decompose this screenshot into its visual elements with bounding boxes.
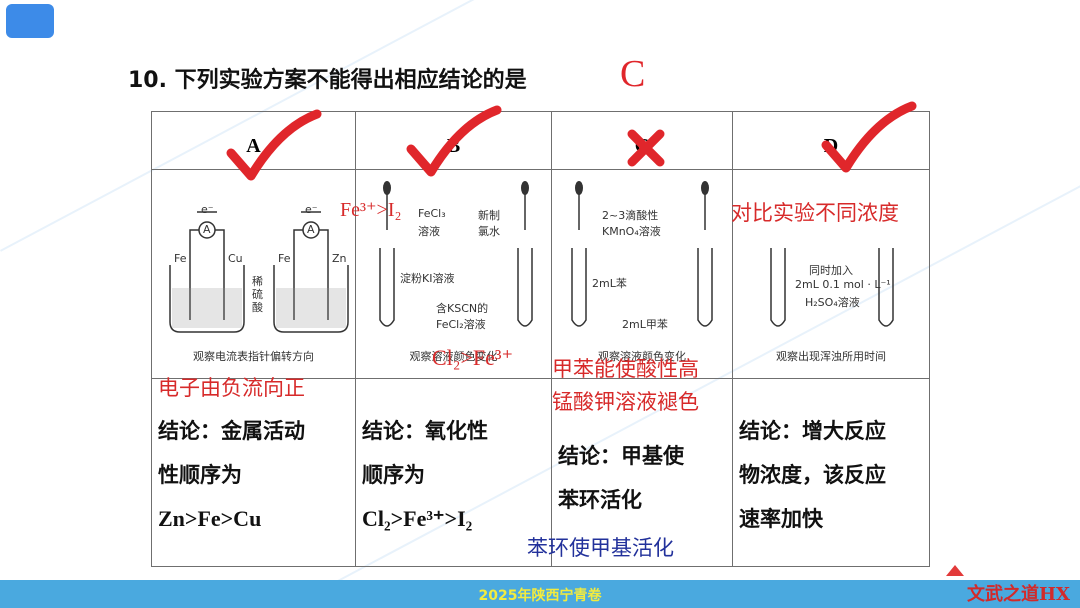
check-icon xyxy=(406,105,502,177)
question-text: 10. 下列实验方案不能得出相应结论的是 xyxy=(128,68,527,93)
annotation-c-line1: 甲苯能使酸性高 xyxy=(552,357,699,381)
reagent-label: H₂SO₄溶液 xyxy=(805,296,860,309)
conclusion-d: 结论：增大反应 物浓度，该反应 速率加快 xyxy=(732,378,930,567)
figure-caption: 观察溶液颜色变化 xyxy=(598,350,686,363)
conclusion-a: 结论：金属活动 性顺序为 Zn>Fe>Cu xyxy=(151,378,356,567)
reagent-label: 淀粉KI溶液 xyxy=(400,272,455,285)
figure-c: 2~3滴酸性 KMnO₄溶液 2mL苯 2mL甲苯 观察溶液颜色变化 xyxy=(551,169,733,379)
corner-tab[interactable] xyxy=(6,4,54,38)
up-arrow-icon[interactable] xyxy=(946,565,964,576)
test-tubes-diagram xyxy=(571,181,713,327)
cross-icon xyxy=(627,129,665,167)
annotation-b-top: Fe³⁺>I₂ xyxy=(340,199,402,221)
figure-caption: 观察溶液颜色变化 xyxy=(409,350,498,363)
acid-label: 硫 xyxy=(252,288,263,301)
acid-label: 稀 xyxy=(252,275,263,288)
conclusion-line: 顺序为 xyxy=(362,463,425,487)
reagent-label: 2~3滴酸性 xyxy=(602,209,659,222)
reagent-label: 溶液 xyxy=(418,225,440,238)
reagent-label: 2mL甲苯 xyxy=(622,318,668,331)
reagent-label: 同时加入 xyxy=(809,264,853,277)
figure-a: e⁻ A Fe Cu 稀 硫 酸 e⁻ A Fe Zn 观察电流表指针偏转方向 xyxy=(151,169,356,379)
annotation-a: 电子由负流向正 xyxy=(158,376,305,400)
reagent-label: FeCl₂溶液 xyxy=(436,318,486,331)
check-icon xyxy=(226,109,322,181)
reagent-label: 2mL 0.1 mol · L⁻¹ xyxy=(795,278,891,291)
conclusion-line: 物浓度，该反应 xyxy=(739,463,886,487)
annotation-c-blue: 苯环使甲基活化 xyxy=(527,536,674,560)
figure-caption: 观察电流表指针偏转方向 xyxy=(193,350,314,363)
ammeter-label: A xyxy=(307,223,315,236)
conclusion-formula: Cl₂>Fe³⁺>I₂ xyxy=(362,506,473,531)
conclusion-line: 速率加快 xyxy=(739,507,823,531)
electron-label: e⁻ xyxy=(201,203,214,216)
conclusion-c: 结论：甲基使 苯环活化 xyxy=(551,378,733,567)
reagent-label: 含KSCN的 xyxy=(436,302,489,315)
conclusion-line: 性顺序为 xyxy=(158,463,242,487)
conclusion-b: 结论：氧化性 顺序为 Cl₂>Fe³⁺>I₂ xyxy=(355,378,552,567)
electrode-label: Fe xyxy=(278,252,291,265)
footer-bar: 2025年陕西宁青卷 xyxy=(0,580,1080,608)
reagent-label: 新制 xyxy=(478,209,500,222)
footer-text: 2025年陕西宁青卷 xyxy=(478,588,602,604)
conclusion-line: 结论：增大反应 xyxy=(739,419,886,443)
check-icon xyxy=(821,101,917,173)
annotation-b-bottom: Cl₂>Fe³⁺ xyxy=(432,345,514,370)
ammeter-label: A xyxy=(203,223,211,236)
answer-mark: C xyxy=(620,53,646,95)
conclusion-line: 结论：金属活动 xyxy=(158,419,305,443)
header-a: A xyxy=(151,111,356,170)
electrode-label: Cu xyxy=(228,252,243,265)
test-tubes-diagram xyxy=(770,248,894,327)
reagent-label: 氯水 xyxy=(478,225,500,238)
options-table: A B C D e⁻ A Fe Cu 稀 xyxy=(151,111,930,567)
figure-d: 同时加入 2mL 0.1 mol · L⁻¹ H₂SO₄溶液 观察出现浑浊所用时… xyxy=(732,169,930,379)
reagent-label: FeCl₃ xyxy=(418,207,446,220)
electron-label: e⁻ xyxy=(305,203,318,216)
galvanic-cells-diagram xyxy=(169,211,349,333)
conclusion-formula: Zn>Fe>Cu xyxy=(158,506,262,531)
reagent-label: KMnO₄溶液 xyxy=(602,225,661,238)
electrode-label: Zn xyxy=(332,252,347,265)
brand-logo-text: 文武之道HX xyxy=(967,584,1070,605)
conclusion-line: 结论：甲基使 xyxy=(558,444,684,468)
electrode-label: Fe xyxy=(174,252,187,265)
figure-b: FeCl₃ 溶液 新制 氯水 淀粉KI溶液 含KSCN的 FeCl₂溶液 观察溶… xyxy=(355,169,552,379)
acid-label: 酸 xyxy=(252,301,263,314)
conclusion-line: 结论：氧化性 xyxy=(362,419,488,443)
header-d: D xyxy=(732,111,930,170)
conclusion-line: 苯环活化 xyxy=(558,488,642,512)
annotation-c-line2: 锰酸钾溶液褪色 xyxy=(552,390,699,414)
reagent-label: 2mL苯 xyxy=(592,277,627,290)
test-tubes-diagram xyxy=(379,181,533,327)
figure-caption: 观察出现浑浊所用时间 xyxy=(776,350,886,363)
annotation-d: 对比实验不同浓度 xyxy=(731,201,899,225)
